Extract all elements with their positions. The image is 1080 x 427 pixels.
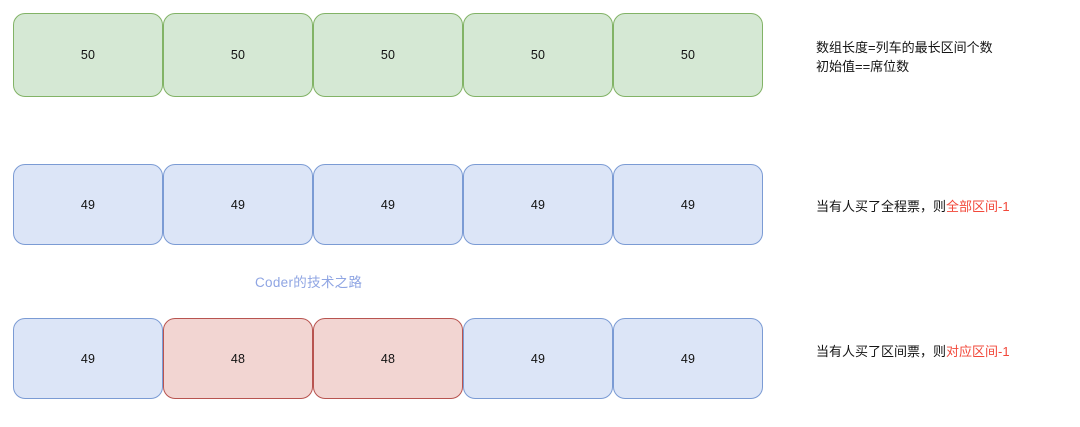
array-cell-highlighted[interactable]: 48 [313, 318, 463, 399]
array-cell[interactable]: 50 [13, 13, 163, 97]
annotation-text: 数组长度=列车的最长区间个数 [816, 40, 993, 55]
cell-value: 50 [530, 48, 546, 62]
cell-value: 50 [380, 48, 396, 62]
cell-value: 48 [230, 351, 246, 366]
watermark-text: Coder的技术之路 [255, 275, 363, 290]
array-cell[interactable]: 50 [613, 13, 763, 97]
annotation-text: 当有人买了全程票，则 [816, 199, 947, 214]
annotation-text: 当有人买了区间票，则 [816, 344, 947, 359]
cell-value: 49 [380, 197, 396, 212]
array-cell[interactable]: 49 [613, 164, 763, 245]
cell-value: 49 [80, 351, 96, 366]
array-cell-highlighted[interactable]: 48 [163, 318, 313, 399]
cell-value: 49 [230, 197, 246, 212]
annotation-segment-ticket: 当有人买了区间票，则对应区间-1 [816, 342, 1010, 361]
array-cell[interactable]: 49 [163, 164, 313, 245]
annotation-line: 数组长度=列车的最长区间个数 [816, 38, 993, 57]
cell-value: 49 [680, 197, 696, 212]
array-cell[interactable]: 49 [463, 318, 613, 399]
cell-value: 50 [80, 48, 96, 62]
annotation-highlight: 对应区间-1 [946, 344, 1010, 359]
array-cell[interactable]: 49 [463, 164, 613, 245]
cell-value: 49 [80, 197, 96, 212]
array-cell[interactable]: 49 [613, 318, 763, 399]
array-cell[interactable]: 49 [13, 318, 163, 399]
cell-value: 48 [380, 351, 396, 366]
array-cell[interactable]: 50 [163, 13, 313, 97]
array-cell[interactable]: 49 [313, 164, 463, 245]
array-cell[interactable]: 49 [13, 164, 163, 245]
cell-value: 49 [680, 351, 696, 366]
annotation-full-ticket: 当有人买了全程票，则全部区间-1 [816, 197, 1010, 216]
cell-value: 50 [680, 48, 696, 62]
array-cell[interactable]: 50 [313, 13, 463, 97]
annotation-text: 初始值==席位数 [816, 59, 910, 74]
annotation-initial: 数组长度=列车的最长区间个数 初始值==席位数 [816, 38, 993, 76]
cell-value: 49 [530, 197, 546, 212]
annotation-line: 当有人买了全程票，则全部区间-1 [816, 197, 1010, 216]
cell-row-segment-ticket: 49 48 48 49 49 [13, 318, 763, 399]
cell-value: 50 [230, 48, 246, 62]
annotation-line: 当有人买了区间票，则对应区间-1 [816, 342, 1010, 361]
annotation-line: 初始值==席位数 [816, 57, 993, 76]
cell-row-initial: 50 50 50 50 50 [13, 13, 763, 97]
array-cell[interactable]: 50 [463, 13, 613, 97]
cell-row-full-ticket: 49 49 49 49 49 [13, 164, 763, 245]
annotation-highlight: 全部区间-1 [946, 199, 1010, 214]
cell-value: 49 [530, 351, 546, 366]
